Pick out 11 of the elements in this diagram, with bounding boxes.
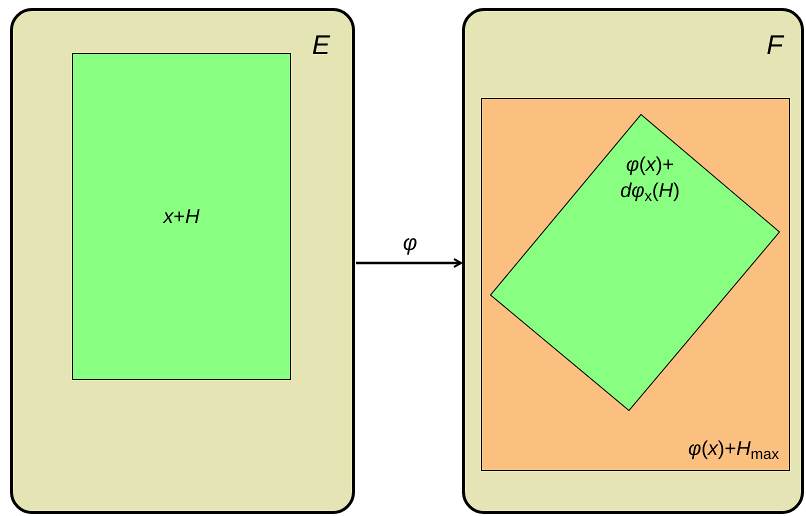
space-panel [462, 8, 804, 514]
region-label: φ(x)+H$_{max}$ [688, 437, 779, 464]
region-label: φ(x)+ dφ$_{x}$(H) [619, 153, 681, 204]
space-panel [10, 8, 355, 514]
region-label: x+H [162, 204, 201, 230]
region-rect [72, 53, 291, 380]
region-label: F [766, 29, 783, 62]
region-label: E [312, 29, 330, 62]
edge-label: φ [402, 229, 418, 257]
arrow [356, 258, 462, 268]
region-rect [481, 98, 790, 471]
